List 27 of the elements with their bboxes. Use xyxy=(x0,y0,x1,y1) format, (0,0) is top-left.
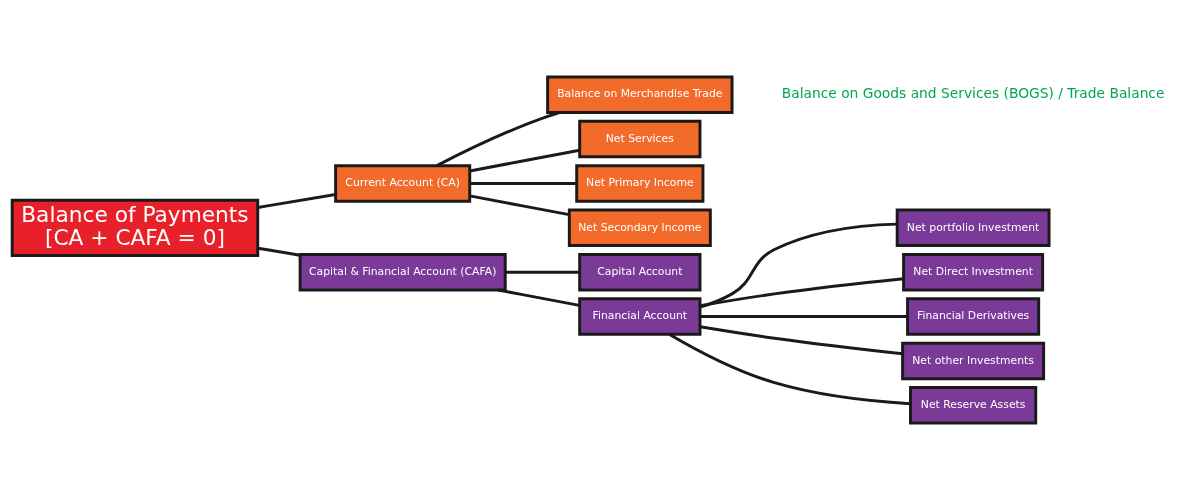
connector xyxy=(700,324,903,355)
connector xyxy=(469,148,580,172)
connector xyxy=(699,222,897,308)
node-box: Net Primary Income xyxy=(575,163,705,203)
connector xyxy=(257,192,336,209)
connector xyxy=(469,181,577,185)
node-box: Net Direct Investment xyxy=(902,252,1045,291)
node-box: Current Account (CA) xyxy=(334,163,472,203)
node-box: Net Reserve Assets xyxy=(909,385,1038,425)
node-box: Financial Account xyxy=(578,296,702,336)
node-box: Net other Investments xyxy=(901,341,1046,380)
connector xyxy=(505,270,580,274)
node-box: Financial Derivatives xyxy=(906,296,1041,336)
label: Balance on Goods and Services (BOGS) / Trade Balance xyxy=(781,84,1165,101)
connector xyxy=(668,332,911,405)
connector xyxy=(257,246,301,257)
connector xyxy=(469,193,570,216)
node-box: Net portfolio Investment xyxy=(895,208,1051,247)
node-box: Net Secondary Income xyxy=(567,208,712,247)
connector xyxy=(699,276,904,307)
node-box: Capital & Financial Account (CAFA) xyxy=(298,252,507,291)
node-box: Balance on Merchandise Trade xyxy=(546,74,734,114)
node-box: Balance of Payments [CA + CAFA = 0] xyxy=(10,198,260,257)
connector xyxy=(700,314,908,318)
node-box: Net Services xyxy=(578,119,702,158)
node-box: Capital Account xyxy=(578,252,702,291)
connector xyxy=(497,288,580,307)
